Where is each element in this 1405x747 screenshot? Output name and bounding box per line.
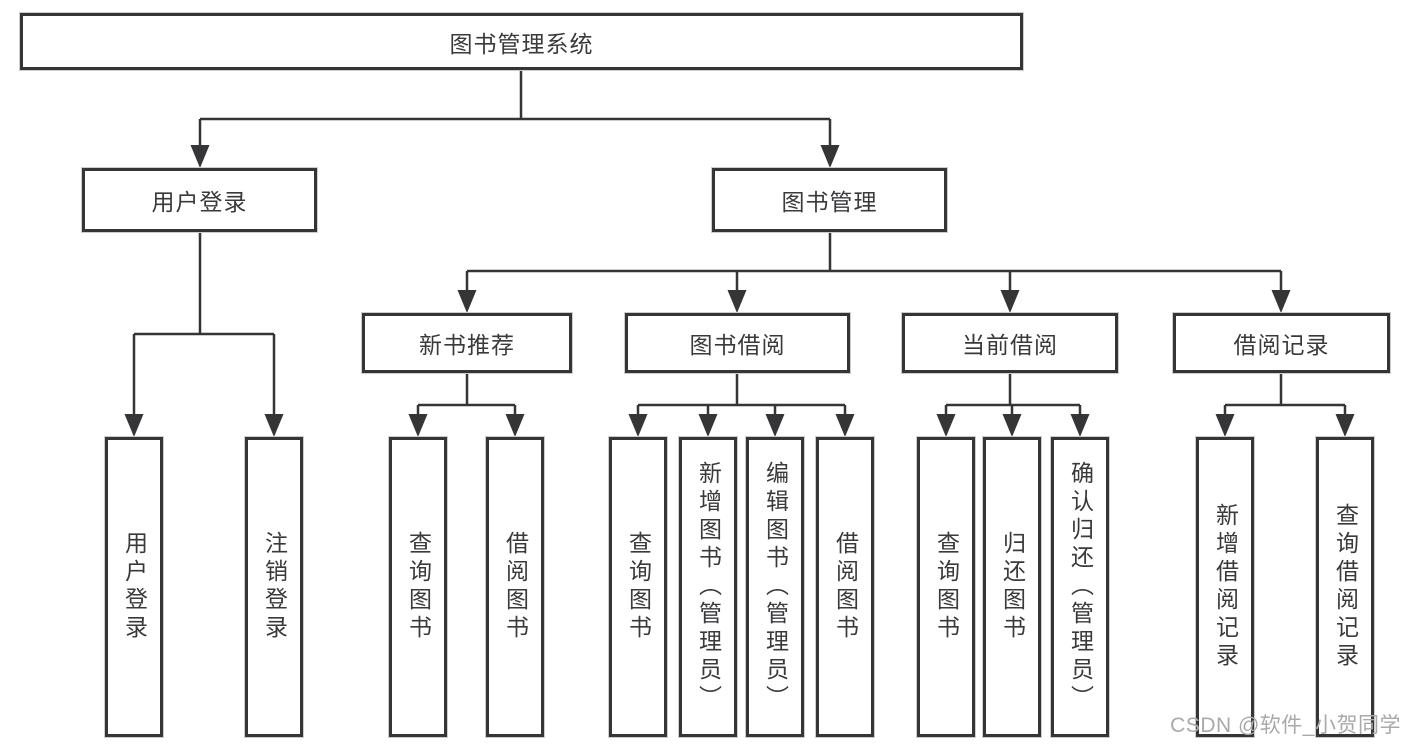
node-borrowing-records: 借阅记录 bbox=[1173, 313, 1390, 373]
arrow-icon bbox=[408, 414, 428, 437]
node-new-book-recommendation: 新书推荐 bbox=[362, 313, 572, 373]
arrow-icon bbox=[1335, 414, 1355, 437]
node-user-login-branch: 用户登录 bbox=[82, 168, 317, 232]
leaf-query-books: 查询图书 bbox=[917, 437, 975, 737]
arrow-icon bbox=[1002, 414, 1022, 437]
connector-root bbox=[198, 70, 832, 149]
node-book-borrowing: 图书借阅 bbox=[625, 313, 850, 373]
arrow-icon bbox=[628, 414, 648, 437]
arrowheads bbox=[124, 145, 1355, 437]
arrow-icon bbox=[124, 414, 144, 437]
leaf-add-books-admin: 新增图书（管理员） bbox=[679, 437, 737, 737]
leaf-query-borrow-record: 查询借阅记录 bbox=[1316, 437, 1374, 737]
leaf-borrow-books: 借阅图书 bbox=[816, 437, 874, 737]
leaf-query-books: 查询图书 bbox=[389, 437, 447, 737]
connector-current-borrow bbox=[944, 373, 1082, 418]
leaf-confirm-return-admin: 确认归还（管理员） bbox=[1051, 437, 1109, 737]
arrow-icon bbox=[1215, 414, 1235, 437]
node-current-borrowing: 当前借阅 bbox=[902, 313, 1118, 373]
node-book-management-branch: 图书管理 bbox=[712, 168, 947, 232]
leaf-return-books: 归还图书 bbox=[983, 437, 1041, 737]
connector-user-login bbox=[132, 232, 276, 418]
arrow-icon bbox=[727, 290, 747, 313]
node-library-management-system: 图书管理系统 bbox=[20, 13, 1023, 70]
arrow-icon bbox=[457, 290, 477, 313]
leaf-user-login: 用户登录 bbox=[105, 437, 163, 737]
connector-book-borrow bbox=[636, 373, 847, 418]
leaf-borrow-books: 借阅图书 bbox=[486, 437, 544, 737]
leaf-query-books: 查询图书 bbox=[609, 437, 667, 737]
arrow-icon bbox=[835, 414, 855, 437]
arrow-icon bbox=[1271, 290, 1291, 313]
connector-book-management bbox=[465, 232, 1283, 294]
arrow-icon bbox=[1070, 414, 1090, 437]
arrow-icon bbox=[190, 145, 210, 168]
leaf-add-borrow-record: 新增借阅记录 bbox=[1196, 437, 1254, 737]
leaf-logout-login: 注销登录 bbox=[245, 437, 303, 737]
arrow-icon bbox=[765, 414, 785, 437]
connector-new-book bbox=[416, 373, 517, 418]
connector-borrow-records bbox=[1223, 373, 1347, 418]
arrow-icon bbox=[936, 414, 956, 437]
arrow-icon bbox=[820, 145, 840, 168]
leaf-edit-books-admin: 编辑图书（管理员） bbox=[746, 437, 804, 737]
arrow-icon bbox=[505, 414, 525, 437]
arrow-icon bbox=[264, 414, 284, 437]
arrow-icon bbox=[1000, 290, 1020, 313]
arrow-icon bbox=[698, 414, 718, 437]
watermark: CSDN @软件_小贺同学 bbox=[1170, 714, 1401, 737]
